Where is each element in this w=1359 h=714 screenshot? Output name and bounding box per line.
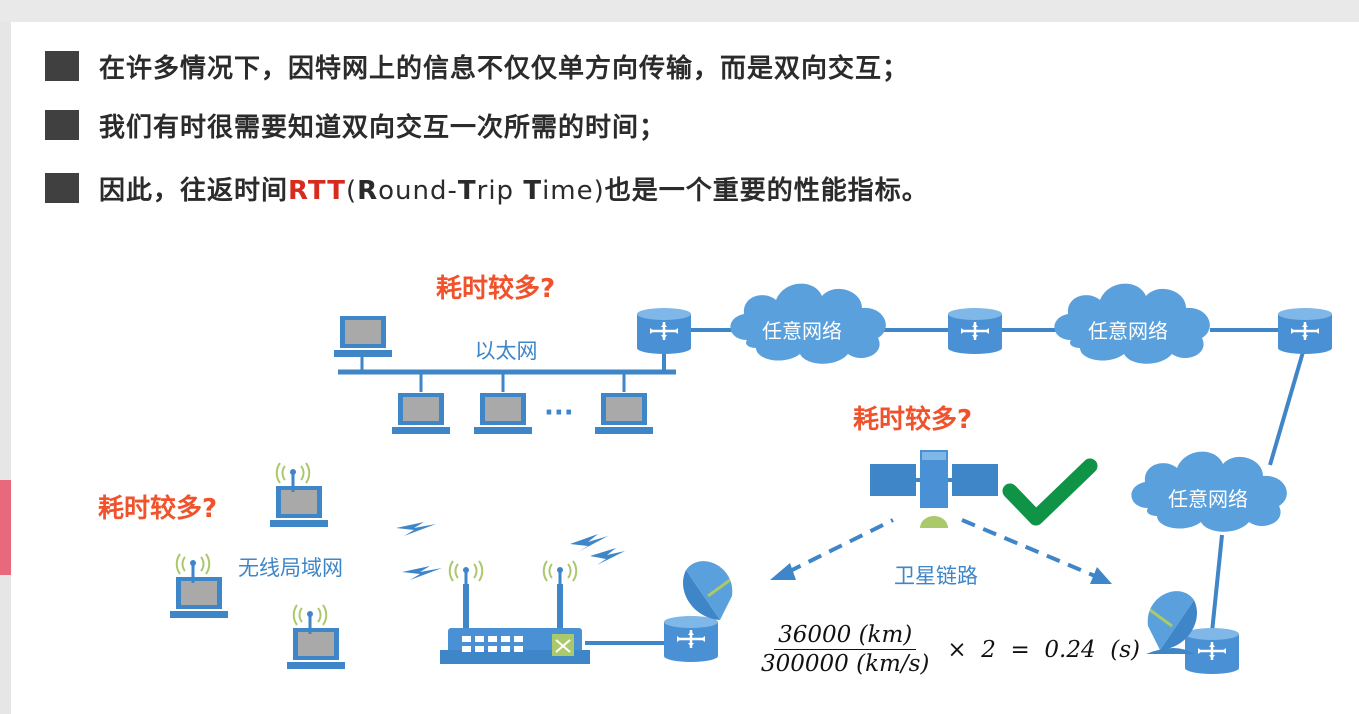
- bullet-square-icon: [45, 51, 79, 81]
- link-cloud3-router4: [1210, 534, 1224, 633]
- bullet-3: 因此，往返时间RTT(Round-Trip Time)也是一个重要的性能指标。: [45, 168, 929, 208]
- bullet-square-icon: [45, 110, 79, 140]
- laptop-icon: [334, 316, 392, 357]
- wireless-lightning-icon: [396, 522, 625, 580]
- bullet-2-text: 我们有时很需要知道双向交互一次所需的时间；: [99, 112, 667, 143]
- time-question-label: 耗时较多?: [98, 493, 217, 524]
- bullet-1-text: 在许多情况下，因特网上的信息不仅仅单方向传输，而是双向交互；: [99, 53, 910, 84]
- formula-fraction: 36000 (km) 300000 (km/s): [757, 622, 933, 677]
- formula-denominator: 300000 (km/s): [761, 651, 930, 677]
- left-slide-strip: [0, 22, 11, 714]
- cloud-label: 任意网络: [1088, 319, 1168, 343]
- arrowhead-icon: [770, 563, 796, 580]
- satellite-link-right: [961, 518, 1096, 578]
- bullet-2: 我们有时很需要知道双向交互一次所需的时间；: [45, 105, 666, 145]
- laptop-icon: [170, 577, 228, 618]
- cloud-label: 任意网络: [762, 319, 842, 343]
- router-icon: [946, 306, 1004, 356]
- laptop-icon: [474, 393, 532, 434]
- router-icon: [662, 614, 720, 664]
- formula-numerator: 36000 (km): [774, 622, 917, 650]
- wifi-signal-icon: [448, 559, 484, 592]
- satellite-link-label: 卫星链路: [894, 564, 978, 588]
- laptop-icon: [392, 393, 450, 434]
- bullet-1: 在许多情况下，因特网上的信息不仅仅单方向传输，而是双向交互；: [45, 46, 909, 86]
- satellite-dish-icon: [681, 559, 734, 622]
- laptop-icon: [287, 628, 345, 669]
- wlan-label: 无线局域网: [238, 556, 343, 580]
- more-hosts-dots: ···: [544, 398, 574, 428]
- time-question-label: 耗时较多?: [436, 273, 555, 304]
- ethernet-label: 以太网: [475, 339, 538, 363]
- link-router3-cloud3: [1268, 351, 1305, 466]
- laptop-icon: [270, 486, 328, 527]
- wifi-signal-icon: [542, 559, 578, 592]
- window-top-bar: [0, 0, 1359, 22]
- arrowhead-icon: [1090, 567, 1112, 584]
- router-icon: [1183, 626, 1241, 676]
- checkmark-icon: [1002, 458, 1098, 526]
- laptop-icon: [595, 393, 653, 434]
- router-icon: [1276, 306, 1334, 356]
- satellite-link-left: [787, 518, 894, 574]
- rtt-highlight: RTT: [288, 175, 346, 206]
- satellite-icon: [870, 450, 998, 528]
- rtt-formula: 36000 (km) 300000 (km/s) × 2 = 0.24 (s): [757, 622, 1140, 677]
- bullet-3-text: 因此，往返时间RTT(Round-Trip Time)也是一个重要的性能指标。: [99, 175, 929, 206]
- time-question-label: 耗时较多?: [853, 404, 972, 435]
- wireless-access-point-icon: [440, 584, 590, 664]
- bullet-square-icon: [45, 173, 79, 203]
- router-icon: [635, 306, 693, 356]
- cloud-label: 任意网络: [1168, 487, 1248, 511]
- formula-result: × 2 = 0.24 (s): [947, 636, 1140, 663]
- left-red-marker: [0, 480, 11, 575]
- dish-base: [1146, 648, 1194, 654]
